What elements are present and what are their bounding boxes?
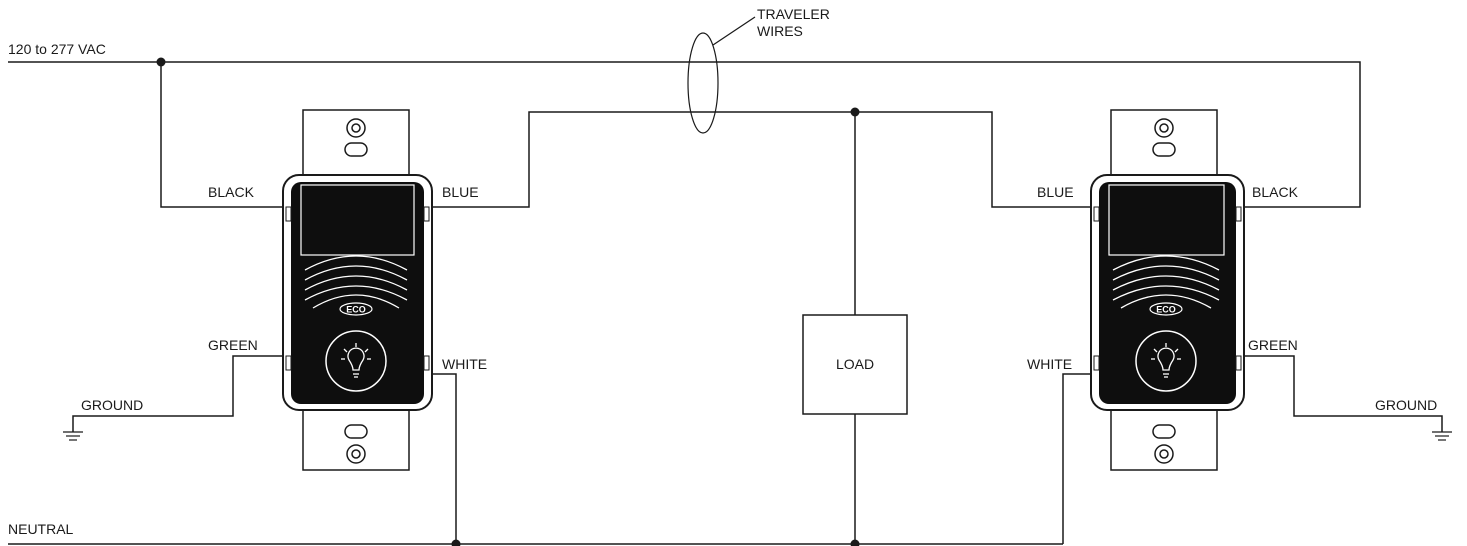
left-white-label: WHITE bbox=[442, 356, 487, 372]
right-black-label: BLACK bbox=[1252, 184, 1299, 200]
left-white-wire bbox=[432, 373, 457, 544]
left-green-label: GREEN bbox=[208, 337, 258, 353]
load-box bbox=[802, 314, 908, 415]
right-blue-label: BLUE bbox=[1037, 184, 1074, 200]
left-blue-wire bbox=[432, 111, 1091, 208]
right-ground-icon bbox=[1432, 431, 1452, 441]
supply-label: 120 to 277 VAC bbox=[8, 41, 106, 57]
neutral-label: NEUTRAL bbox=[8, 521, 74, 537]
traveler-label-line2: WIRES bbox=[757, 23, 803, 39]
eco-badge: ECO bbox=[1156, 305, 1176, 315]
eco-badge: ECO bbox=[346, 305, 366, 315]
left-ground-label: GROUND bbox=[81, 397, 143, 413]
left-black-wire bbox=[160, 62, 283, 208]
supply-line bbox=[8, 61, 1361, 208]
left-switch: ECO bbox=[282, 109, 433, 471]
right-ground-label: GROUND bbox=[1375, 397, 1437, 413]
load-label: LOAD bbox=[836, 356, 874, 372]
traveler-label-line1: TRAVELER bbox=[757, 6, 830, 22]
labels: 120 to 277 VAC NEUTRAL TRAVELER WIRES LO… bbox=[8, 6, 1437, 537]
junction-dot bbox=[451, 539, 461, 546]
light-button bbox=[325, 330, 387, 392]
left-green-wire bbox=[72, 355, 283, 432]
right-white-label: WHITE bbox=[1027, 356, 1072, 372]
junction-dot bbox=[156, 57, 166, 67]
junction-dot bbox=[850, 539, 860, 546]
lightbulb-icon bbox=[1151, 343, 1181, 378]
right-green-wire bbox=[1244, 355, 1443, 432]
light-button bbox=[1135, 330, 1197, 392]
wires bbox=[8, 61, 1443, 545]
right-switch: ECO bbox=[1090, 109, 1245, 471]
left-ground-icon bbox=[63, 431, 83, 441]
right-green-label: GREEN bbox=[1248, 337, 1298, 353]
left-blue-label: BLUE bbox=[442, 184, 479, 200]
traveler-marker bbox=[687, 16, 756, 134]
junction-dots bbox=[156, 57, 860, 546]
lightbulb-icon bbox=[341, 343, 371, 378]
left-black-label: BLACK bbox=[208, 184, 255, 200]
junction-dot bbox=[850, 107, 860, 117]
right-white-wire bbox=[1062, 373, 1091, 544]
